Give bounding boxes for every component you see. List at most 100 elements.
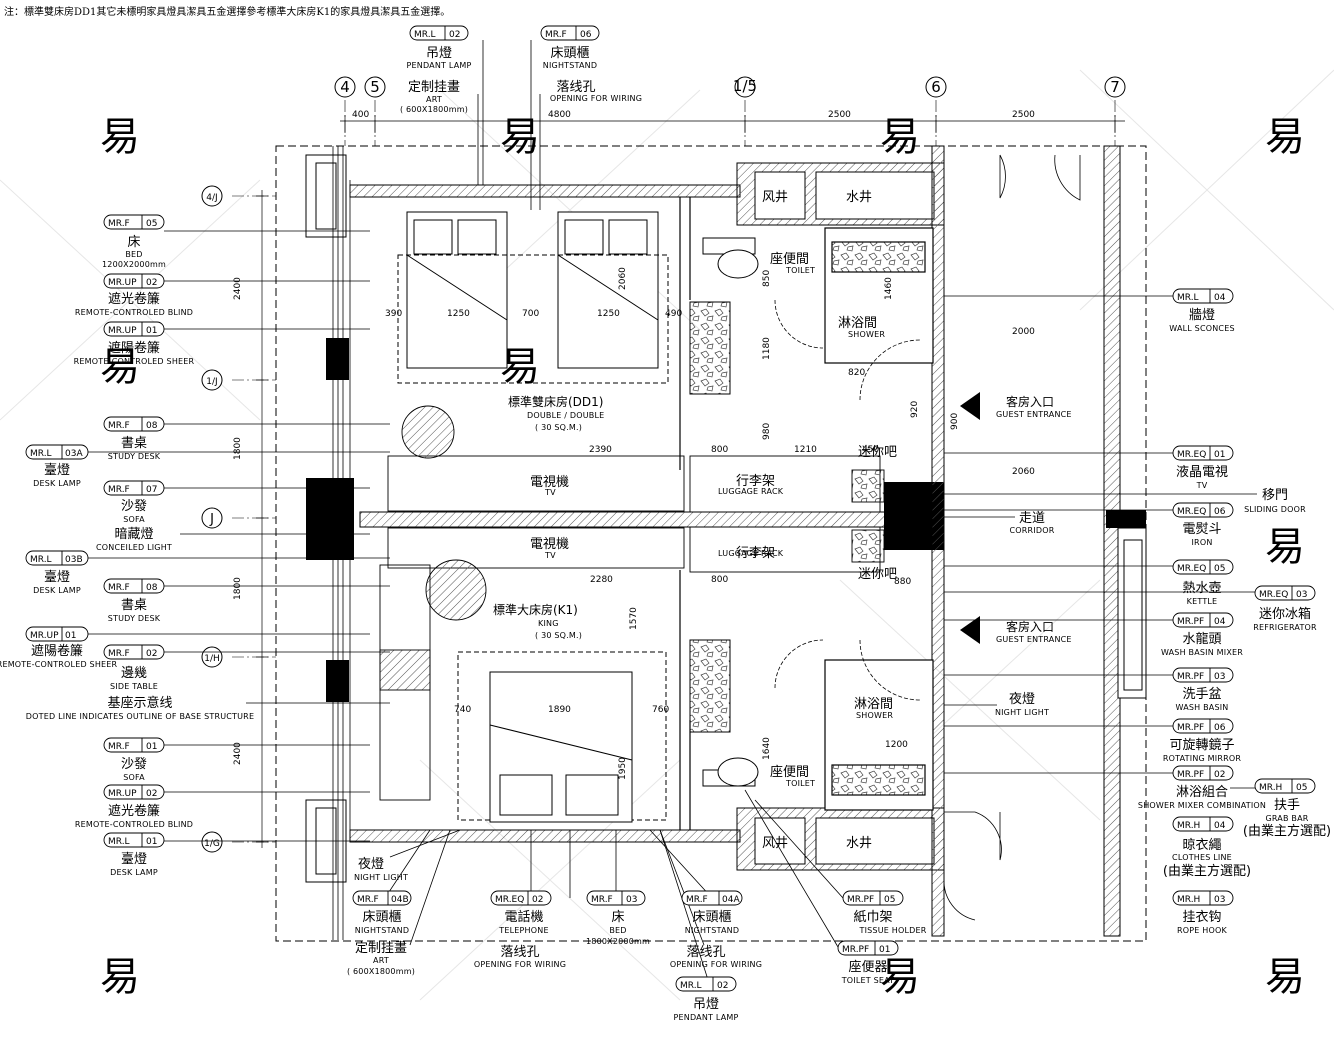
bathroom-walls — [679, 197, 934, 830]
callout-en: TOILET SEAT — [841, 976, 895, 985]
grid-label: 4 — [340, 78, 350, 96]
tag-num: 02 — [146, 278, 157, 288]
svg-text:易: 易 — [1265, 114, 1305, 160]
tag-code: MR.EQ — [1177, 507, 1206, 517]
callout-en: DESK LAMP — [33, 586, 81, 595]
room-subtitle-dd1: DOUBLE / DOUBLE — [527, 411, 604, 420]
callout-zh: 可旋轉鏡子 — [1169, 738, 1234, 753]
column-left-2 — [306, 478, 354, 560]
callout-zh: 夜燈 — [358, 857, 384, 872]
dim-text: 1890 — [548, 705, 571, 715]
callout-en: NIGHTSTAND — [685, 926, 739, 935]
callout-en: BED — [125, 250, 142, 259]
dim-text: 1250 — [597, 309, 620, 319]
toilet-label-en: TOILET — [785, 779, 815, 788]
dim-text: 1250 — [447, 309, 470, 319]
toilet-label-en: TOILET — [785, 266, 815, 275]
toilet-label: 座便間 — [770, 252, 809, 267]
grid-label: 1/J — [206, 377, 217, 387]
callout-zh: 吊燈 — [426, 46, 452, 61]
callout-en: ROPE HOOK — [1177, 926, 1227, 935]
callout-en: NIGHTSTAND — [543, 61, 597, 70]
tag-num: 06 — [1214, 507, 1226, 517]
dim-text: 700 — [522, 309, 539, 319]
grid-label: 7 — [1110, 78, 1120, 96]
dim-text: 4800 — [548, 110, 571, 120]
furniture-desk — [379, 405, 885, 801]
callout-en: DESK LAMP — [33, 479, 81, 488]
callout-en: IRON — [1192, 538, 1213, 547]
callout-en: SIDE TABLE — [110, 682, 158, 691]
callout-zh: 挂衣钩 — [1182, 909, 1221, 925]
tag-num: 03 — [1214, 672, 1225, 682]
svg-text:易: 易 — [880, 954, 920, 1000]
svg-text:易: 易 — [1265, 524, 1305, 570]
tag-num: 06 — [1214, 723, 1226, 733]
tag-code: MR.EQ — [1177, 564, 1206, 574]
dim-text: 490 — [665, 309, 682, 319]
callout-en: STUDY DESK — [108, 452, 161, 461]
dim-text: 2500 — [1012, 110, 1035, 120]
tag-code: MR.PF — [842, 945, 869, 955]
tag-code: MR.F — [591, 895, 613, 905]
callout-extra: (由業主方選配) — [1243, 823, 1331, 839]
callout-en: PENDANT LAMP — [673, 1013, 738, 1022]
tag-code: MR.L — [30, 449, 52, 459]
svg-text:易: 易 — [100, 344, 140, 390]
tag-num: 01 — [146, 837, 157, 847]
luggage-label: 行李架 — [736, 474, 775, 489]
dim-text: 2500 — [828, 110, 851, 120]
callout-en: SLIDING DOOR — [1244, 505, 1306, 514]
corridor-wall-left — [931, 145, 945, 937]
callout-zh: 遮光卷簾 — [108, 291, 160, 307]
callout-tags — [25, 25, 1316, 992]
callout-zh: 定制挂畫 — [355, 941, 407, 956]
vanity-k1 — [689, 639, 731, 733]
tag-code: MR.PF — [1177, 617, 1204, 627]
callout-zh: 熱水壺 — [1182, 581, 1221, 596]
callout-en: CLOTHES LINE — [1172, 853, 1232, 862]
callout-en: ART — [426, 95, 442, 104]
callout-zh: 紙巾架 — [853, 910, 892, 925]
callout-labels: 吊燈 PENDANT LAMP 床頭櫃 NIGHTSTAND 定制挂畫 ART … — [0, 46, 1331, 1022]
tag-num: 04 — [1214, 821, 1226, 831]
entrance-marker-dd1 — [960, 392, 980, 420]
callout-zh: 落线孔 — [500, 945, 539, 960]
dim-text: 740 — [454, 705, 471, 715]
callout-zh: 落线孔 — [686, 945, 725, 960]
dim-text: 2060 — [618, 267, 628, 290]
tag-num: 08 — [146, 583, 158, 593]
grid-label: 6 — [931, 78, 941, 96]
entrance-label-en: GUEST ENTRANCE — [996, 410, 1072, 419]
dim-text: 2390 — [589, 445, 612, 455]
toilet-label: 座便間 — [770, 765, 809, 780]
callout-en: ART — [373, 956, 389, 965]
tag-num: 03B — [65, 555, 83, 565]
callout-zh: 移門 — [1262, 488, 1288, 503]
callout-en: GRAB BAR — [1265, 814, 1308, 823]
callout-zh: 吊燈 — [693, 997, 719, 1012]
dd1-beds — [397, 211, 669, 384]
luggage-label: 行李架 — [736, 546, 775, 561]
callout-en: OPENING FOR WIRING — [550, 94, 642, 103]
dim-text: 920 — [910, 401, 920, 418]
callout-en: OPENING FOR WIRING — [474, 960, 566, 969]
dim-text: 1200 — [885, 740, 908, 750]
callout-en: TISSUE HOLDER — [859, 926, 927, 935]
tag-num: 05 — [146, 219, 157, 229]
tag-code: MR.F — [108, 649, 130, 659]
tag-num: 01 — [65, 631, 76, 641]
tag-num: 02 — [449, 30, 460, 40]
callout-en: CONCEILED LIGHT — [96, 543, 172, 552]
dim-text: 1460 — [884, 277, 894, 300]
tv-label-en: TV — [544, 488, 556, 497]
tv-label: 電視機 — [530, 537, 569, 552]
left-dimension-chain — [256, 190, 268, 848]
grid-label: 1/G — [204, 839, 220, 849]
dim-text: 760 — [652, 705, 669, 715]
entrance-label-zh: 客房入口 — [1006, 394, 1054, 409]
callout-zh: 床 — [127, 235, 140, 250]
luggage-label-en: LUGGAGE RACK — [718, 487, 784, 496]
